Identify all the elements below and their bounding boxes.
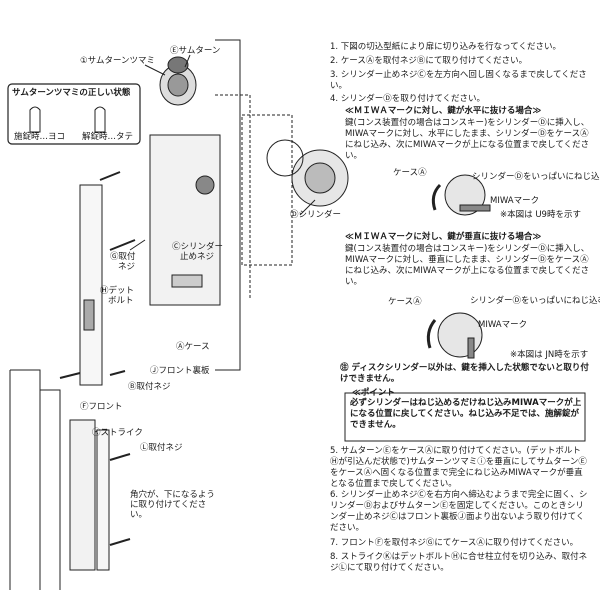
mount-screw-g-label-2: ネジ bbox=[118, 262, 136, 272]
cylinder-screw-label-2: 止めネジ bbox=[180, 252, 215, 262]
front-label: Ⓕフロント bbox=[80, 402, 123, 412]
disc-cylinder-note: ㊟ ディスクシリンダー以外は、鍵を挿入した状態でないと取り付けできません。 bbox=[340, 363, 589, 384]
strike-plate bbox=[69, 419, 96, 571]
cylinder-label: Ⓓシリンダー bbox=[290, 210, 342, 220]
step-4: 4. シリンダーⒹを取り付けてください。 bbox=[330, 94, 486, 104]
locked-label: 施錠時…ヨコ bbox=[14, 132, 66, 142]
mount-screw-l-label: Ⓛ取付ネジ bbox=[140, 443, 183, 453]
miwa-mark-label: MIWAマーク bbox=[490, 196, 540, 206]
cylinder-screw-label: Ⓒシリンダー bbox=[172, 242, 224, 252]
door-frame bbox=[10, 369, 61, 590]
mount-screw-b-label: Ⓑ取付ネジ bbox=[128, 382, 171, 392]
case-vertical-heading: ≪ＭＩＷＡマークに対し、鍵が垂直に抜ける場合≫ bbox=[345, 232, 542, 242]
correct-state-box bbox=[7, 83, 141, 145]
deadbolt-label: Ⓗデット bbox=[100, 286, 135, 296]
note-jn: ※本図は JN時を示す bbox=[510, 350, 589, 360]
case-label-right: ケースⒶ bbox=[393, 168, 427, 178]
case-label: Ⓐケース bbox=[176, 342, 210, 352]
front-plate bbox=[79, 184, 103, 386]
corner-hole-note: 角穴が、下になるように取り付けてください。 bbox=[130, 490, 215, 520]
note-u9: ※本図は U9時を示す bbox=[500, 210, 581, 220]
step-2: 2. ケースⒶを取付ネジⒷにて取り付けてください。 bbox=[330, 56, 528, 66]
step-1: 1. 下図の切込型紙により扉に切り込みを行なってください。 bbox=[330, 42, 561, 52]
thumbturn-knob-label: ①サムターンツマミ bbox=[80, 56, 156, 66]
step-8: 8. ストライクⓀはデットボルトⒽに合せ柱立付を切り込み、取付ネジⓁにて取り付け… bbox=[330, 552, 588, 573]
point-body: 必ずシリンダーはねじ込めるだけねじ込みMIWAマークが上になる位置に戻してくださ… bbox=[350, 398, 582, 430]
case-label-right-2: ケースⒶ bbox=[388, 297, 422, 307]
step-6: 6. シリンダー止めネジⒸを右方向へ締込むようまで完全に固く、シリンダーⒹおよび… bbox=[330, 490, 588, 533]
step-3: 3. シリンダー止めネジⒸを左方向へ回し固くなるまで戻してください。 bbox=[330, 70, 587, 91]
case-vertical-text: 鍵(コンス装置付の場合はコンスキー)をシリンダーⒹに挿入し、MIWAマークに対し… bbox=[345, 244, 590, 287]
correct-state-title: サムターンツマミの正しい状態 bbox=[12, 88, 131, 98]
door-panel bbox=[215, 39, 241, 371]
step-7: 7. フロントⒻを取付ネジⒼにてケースⒶに取り付けてください。 bbox=[330, 538, 579, 548]
cylinder-illustration-vertical bbox=[437, 312, 483, 358]
mount-screw-g-label: Ⓖ取付 bbox=[110, 252, 136, 262]
point-title: ≪ポイント bbox=[352, 388, 395, 398]
case-horizontal-text: 鍵(コンス装置付の場合はコンスキー)をシリンダーⒹに挿入し、MIWAマークに対し… bbox=[345, 118, 590, 161]
point-box bbox=[344, 392, 586, 442]
unlocked-label: 解錠時…タテ bbox=[82, 132, 134, 142]
screw-in-label-2: シリンダーⒹをいっぱいにねじ込む bbox=[470, 296, 600, 306]
strike-label: Ⓚストライク bbox=[92, 428, 143, 438]
deadbolt-label-2: ボルト bbox=[108, 296, 134, 306]
screw-in-label: シリンダーⒹをいっぱいにねじ込む bbox=[472, 172, 600, 182]
thumbturn-label: Ⓔサムターン bbox=[170, 46, 221, 56]
front-backplate-label: Ⓙフロント裏板 bbox=[150, 366, 210, 376]
miwa-mark-label-2: MIWAマーク bbox=[478, 320, 528, 330]
step-5: 5. サムターンⒺをケースⒶに取り付けてください。(デットボルトⒽが引込んだ状態… bbox=[330, 446, 587, 489]
case-horizontal-heading: ≪ＭＩＷＡマークに対し、鍵が水平に抜ける場合≫ bbox=[345, 106, 542, 116]
